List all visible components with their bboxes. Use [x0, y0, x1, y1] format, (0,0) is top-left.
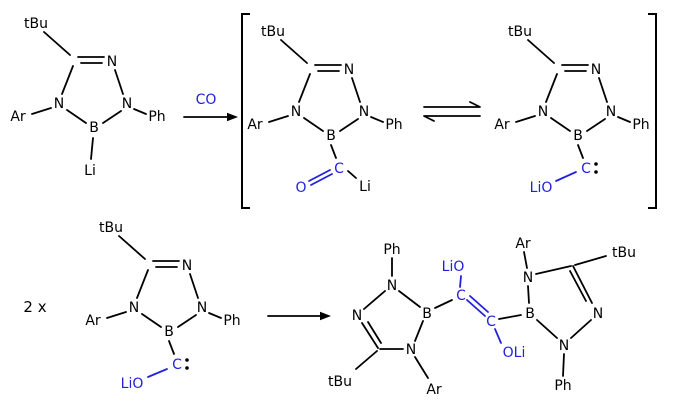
- reaction-arrowhead: [227, 112, 238, 122]
- c-o-double-bond: [308, 169, 333, 186]
- lithium-oxide-label: LiO: [530, 180, 553, 196]
- triazaborole-ring: [493, 23, 651, 145]
- o-c-bond: [555, 171, 577, 182]
- product-structure: Ph N N B N tBu Ar LiO C C OLi B N Ar tBu…: [328, 236, 636, 398]
- stoichiometry-label: 2 x: [23, 298, 46, 316]
- b-c-bond: [577, 144, 584, 159]
- o-c-bond: [147, 368, 168, 378]
- b-c-bond: [330, 144, 337, 159]
- product-bonds: [355, 251, 607, 379]
- carbon-label: C: [486, 314, 496, 330]
- lone-pair-dot: [594, 162, 598, 166]
- equilibrium-arrow-reverse: [423, 115, 481, 122]
- boron-label: B: [422, 306, 432, 322]
- lone-pair-dot: [185, 366, 189, 370]
- carbon-label: C: [456, 288, 466, 304]
- equilibrium-arrow-forward: [423, 101, 481, 108]
- carbene-carbon-label: C: [581, 161, 591, 177]
- bracket-left: [241, 13, 250, 209]
- enediolate-bonds: [459, 275, 502, 344]
- tbu-label: tBu: [328, 374, 352, 390]
- lone-pair-dot: [185, 358, 189, 362]
- structure-lithoxycarbene-monomer: C LiO: [84, 219, 242, 392]
- co-reagent-label: CO: [196, 92, 217, 108]
- phenyl-label: Ph: [383, 242, 400, 258]
- reagent-arrow-group: CO: [183, 92, 238, 122]
- b-c-bond: [168, 340, 175, 355]
- triazaborole-ring: [84, 219, 242, 341]
- lithium-oxide-label: LiO: [121, 376, 144, 392]
- lithium-oxide-label: LiO: [442, 259, 465, 275]
- nitrogen-label: N: [559, 338, 569, 354]
- triazaborole-ring: [246, 23, 404, 145]
- dimerization-arrow-group: [267, 311, 331, 321]
- equilibrium-arrows: [423, 101, 481, 122]
- lithium-label: Li: [84, 163, 96, 179]
- structure-acyllithium: C O Li: [246, 23, 404, 196]
- c-li-bond: [347, 170, 357, 179]
- nitrogen-label: N: [593, 306, 603, 322]
- structure-lithoxycarbene: C LiO: [493, 23, 651, 196]
- structure-boryllithium: Li: [9, 15, 167, 179]
- nitrogen-label: N: [387, 278, 397, 294]
- carbon-label: C: [334, 161, 344, 177]
- carbene-carbon-label: C: [172, 357, 182, 373]
- nitrogen-label: N: [406, 342, 416, 358]
- aryl-label: Ar: [426, 382, 442, 398]
- triazaborole-ring: [9, 15, 167, 137]
- b-li-bond: [90, 137, 94, 160]
- bracket-right: [648, 13, 657, 209]
- reaction-arrowhead: [320, 311, 331, 321]
- lithium-label: Li: [359, 179, 371, 195]
- lone-pair-dot: [594, 170, 598, 174]
- phenyl-label: Ph: [554, 378, 571, 394]
- aryl-label: Ar: [515, 236, 531, 252]
- tbu-label: tBu: [612, 245, 636, 261]
- nitrogen-label: N: [352, 308, 362, 324]
- nitrogen-label: N: [523, 270, 533, 286]
- oxide-lithium-label: OLi: [503, 345, 526, 361]
- boron-label: B: [525, 306, 535, 322]
- oxygen-label: O: [295, 180, 306, 196]
